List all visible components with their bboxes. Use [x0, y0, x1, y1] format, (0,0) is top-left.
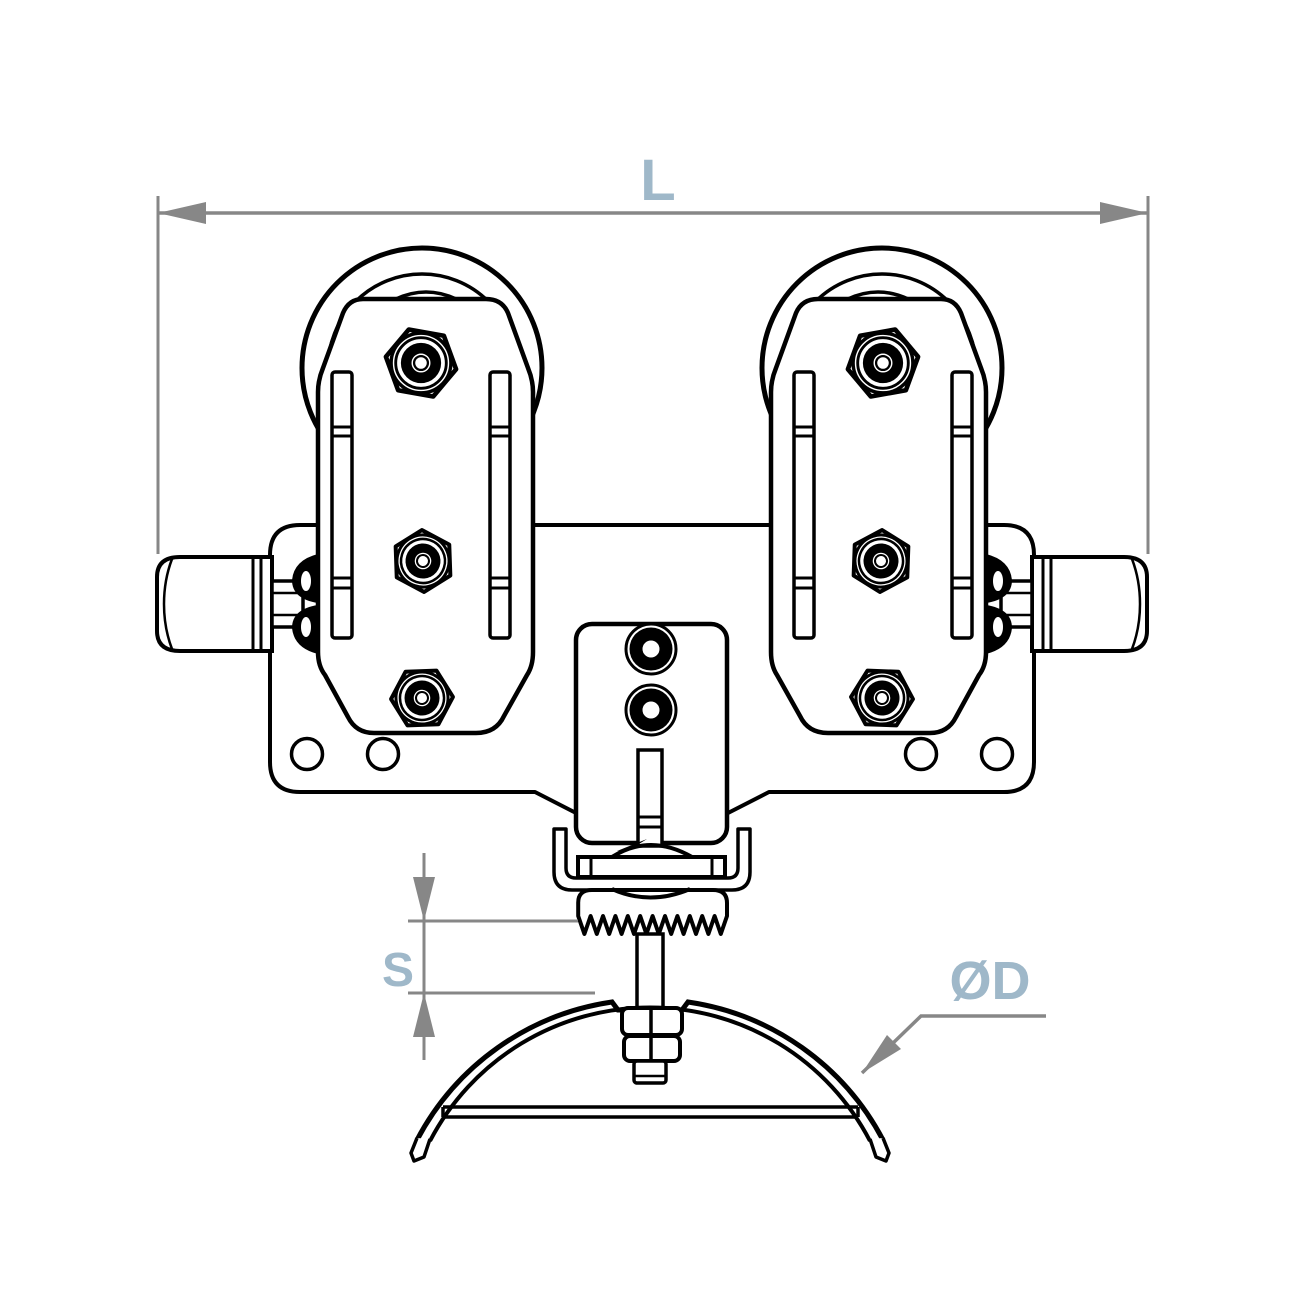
- threaded-rod: [635, 932, 665, 1012]
- dimension-gap: S: [382, 853, 595, 1060]
- bracket-bolt: [624, 683, 678, 737]
- dimension-diameter: ØD: [860, 951, 1046, 1075]
- arrow-right-icon: [1100, 202, 1148, 224]
- arrow-down-icon: [413, 877, 435, 921]
- saddle-cross-bar: [441, 1105, 860, 1119]
- gap-label: S: [382, 944, 414, 997]
- arrow-left-icon: [158, 202, 206, 224]
- swivel-pin: [636, 748, 664, 848]
- saddle-right-hook: [868, 1137, 891, 1163]
- cable-saddle: [409, 999, 891, 1163]
- arrow-leader-icon: [862, 1035, 901, 1073]
- saddle-left-hook: [409, 1137, 432, 1163]
- bracket-bolt: [624, 622, 678, 676]
- swivel-ball-top: [610, 843, 693, 859]
- center-bracket-assembly: [552, 621, 752, 1012]
- dimension-length: L: [156, 148, 1150, 554]
- rod-stub: [632, 1059, 668, 1085]
- length-label: L: [640, 148, 675, 213]
- swivel-ball-bottom: [611, 887, 691, 900]
- u-channel-bracket: [552, 827, 752, 892]
- diameter-label: ØD: [950, 951, 1031, 1011]
- ball-highlight: [617, 839, 647, 851]
- arrow-up-icon: [413, 993, 435, 1037]
- serrated-washer: [576, 888, 729, 936]
- clamp-bar: [576, 855, 727, 879]
